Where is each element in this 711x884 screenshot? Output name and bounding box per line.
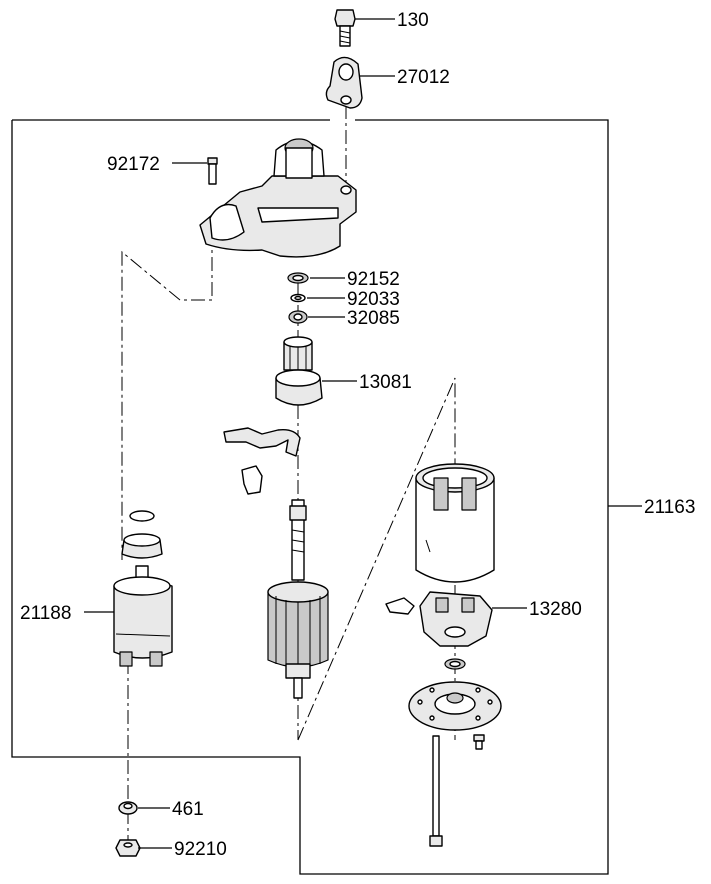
label-92152: 92152 (347, 269, 400, 290)
through-bolt-part (429, 735, 443, 847)
drive-housing-part (199, 138, 357, 258)
label-21188: 21188 (20, 603, 71, 624)
bracket-27012-part (325, 56, 363, 109)
screw-92172-part (207, 157, 218, 185)
brush-holder-13280-part (385, 591, 493, 647)
label-92172: 92172 (107, 154, 160, 175)
label-32085: 32085 (347, 308, 400, 329)
solenoid-21188-part (113, 510, 173, 667)
bearing-32085-part (288, 310, 308, 324)
label-13081: 13081 (359, 372, 412, 393)
yoke-21163-part (415, 463, 495, 583)
washer-92033-part (290, 293, 306, 303)
pinion-13081-part (275, 336, 323, 406)
nut-92210-part (115, 839, 141, 857)
nut-461-part (118, 801, 138, 815)
armature-part (267, 499, 329, 699)
label-21163: 21163 (644, 497, 695, 518)
label-130: 130 (397, 10, 429, 31)
assembly-frame (11, 119, 609, 875)
leader-lines (84, 18, 642, 849)
label-461: 461 (172, 799, 204, 820)
label-92033: 92033 (347, 289, 400, 310)
washer-92152-part (287, 272, 309, 284)
end-cap-screw-part (473, 734, 485, 750)
label-13280: 13280 (529, 599, 582, 620)
bolt-130-part (334, 9, 356, 47)
shift-lever-part (223, 427, 301, 495)
label-92210: 92210 (174, 839, 227, 860)
o-ring-part (444, 658, 466, 670)
label-27012: 27012 (397, 67, 450, 88)
end-cap-part (408, 681, 502, 731)
